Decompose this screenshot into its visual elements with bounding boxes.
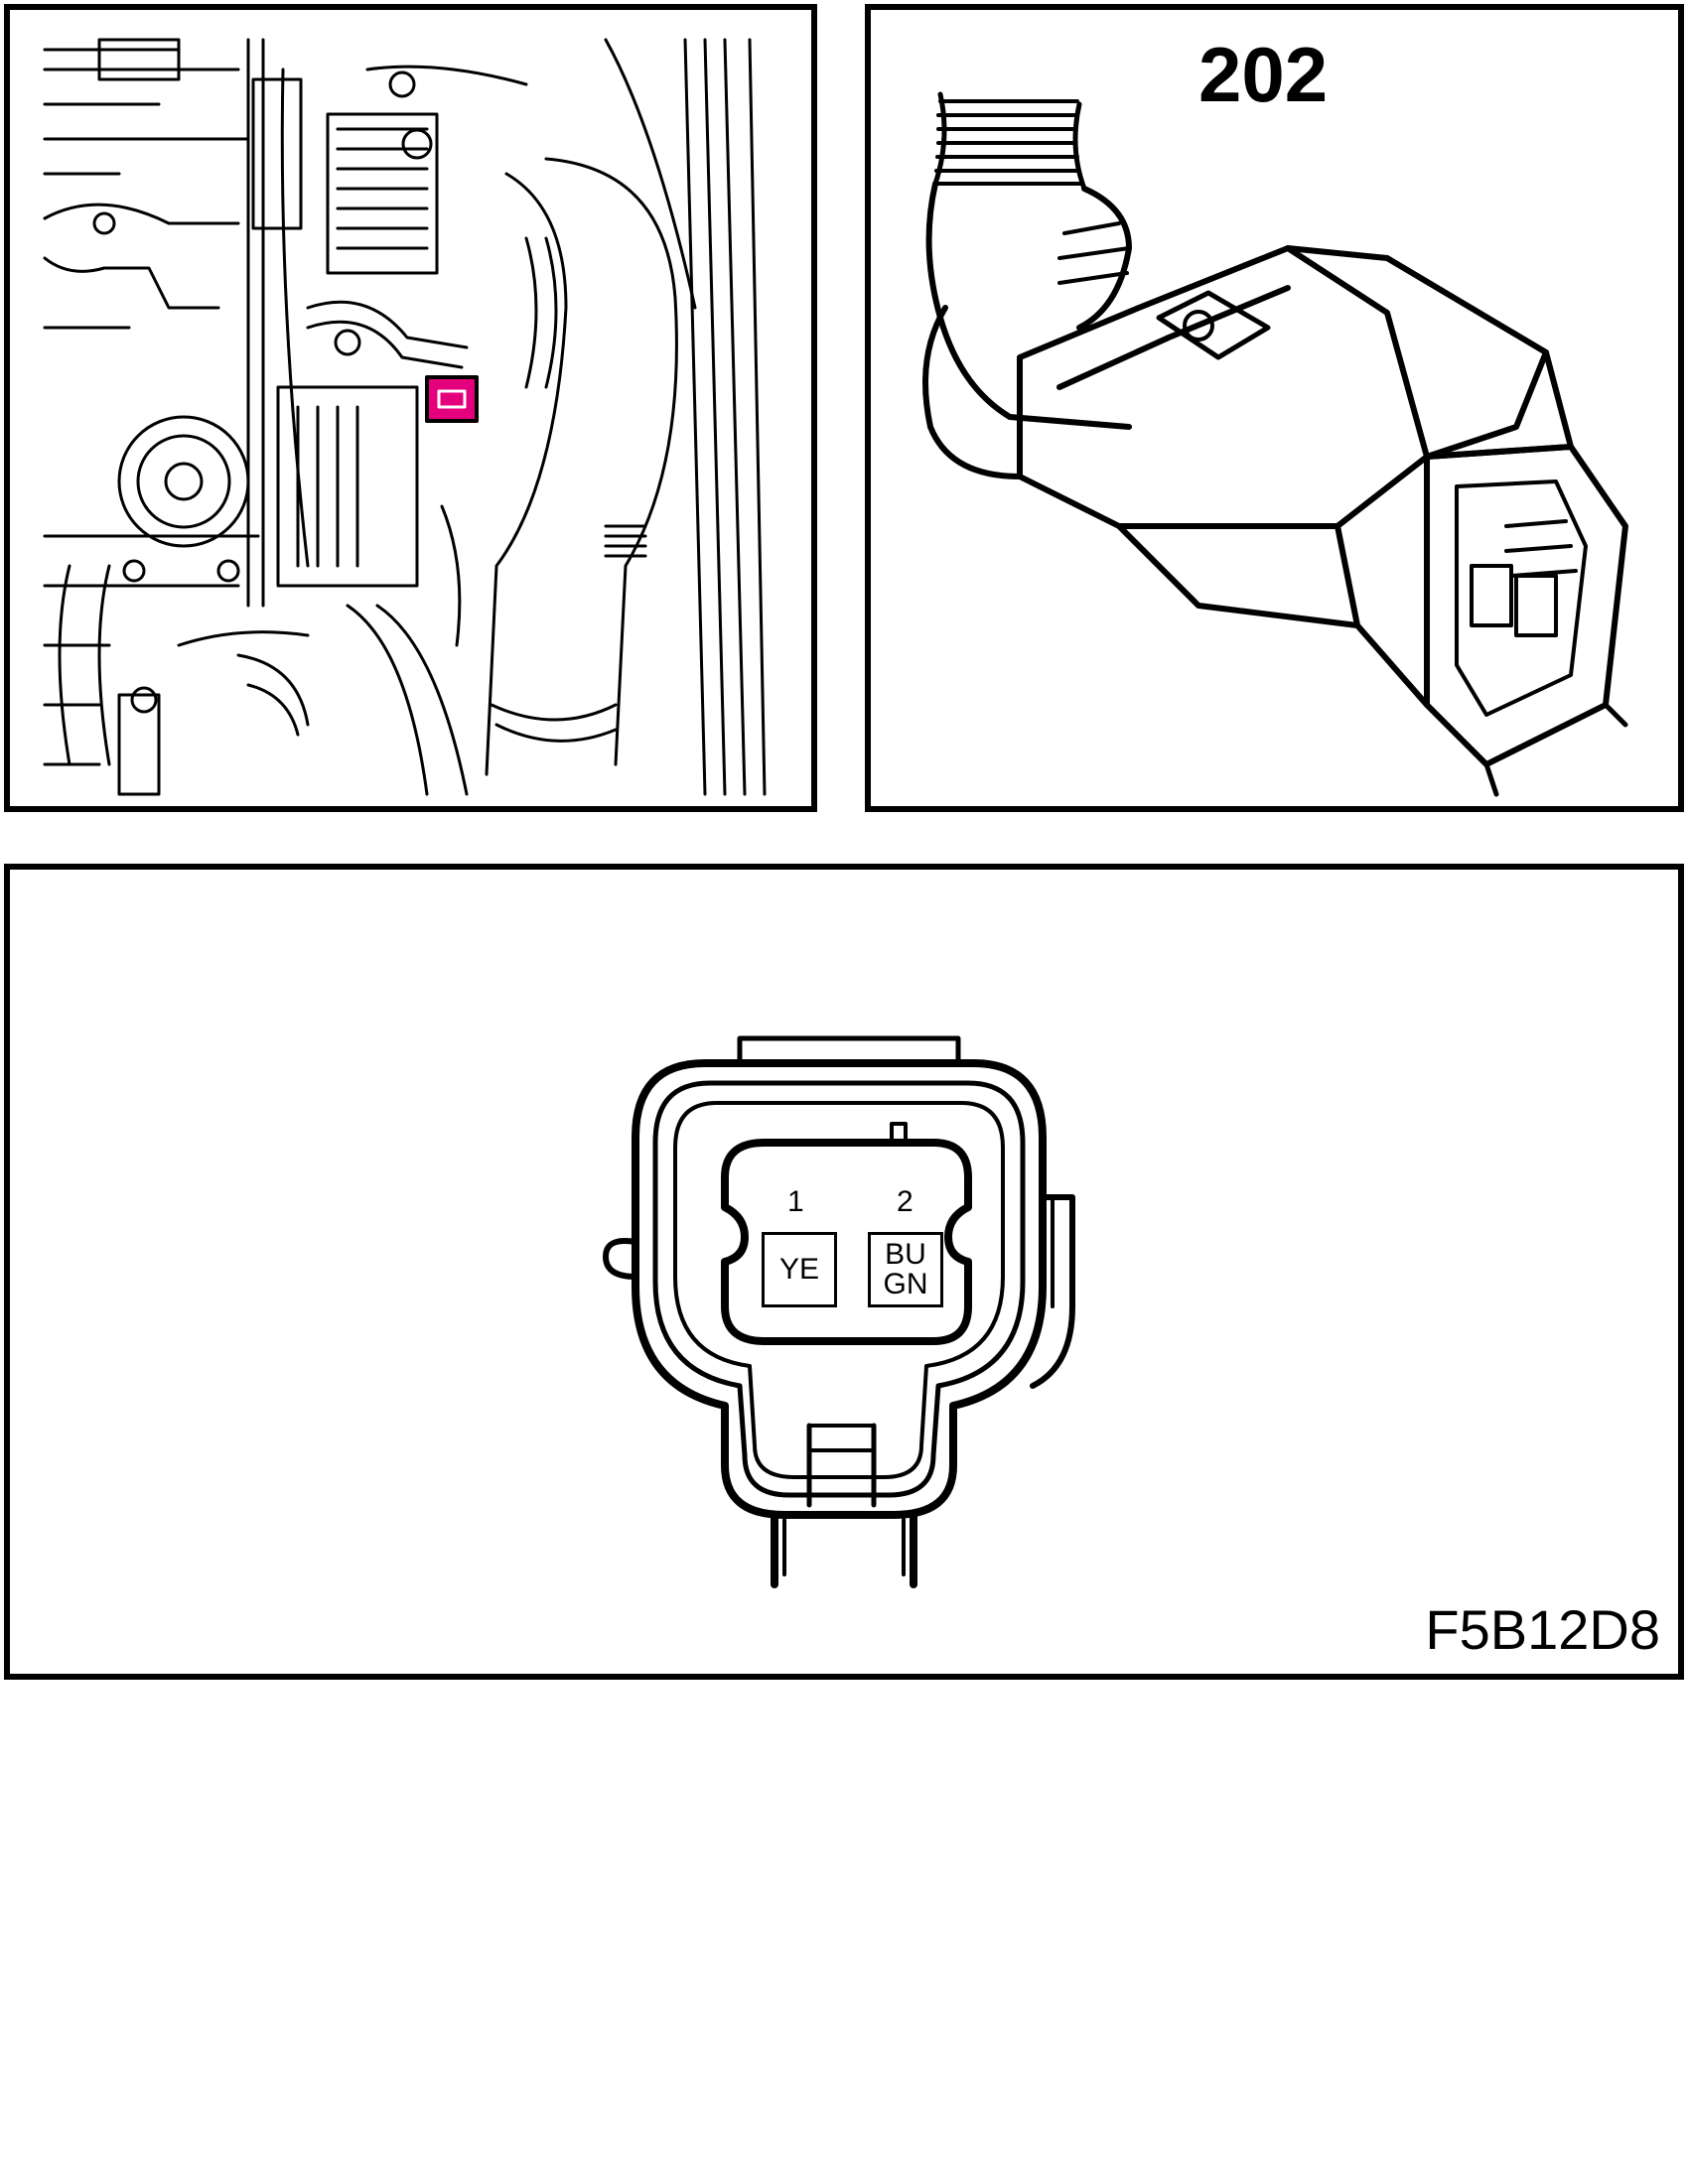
pin-1-number: 1 — [787, 1185, 804, 1218]
connector-illustration — [922, 91, 1628, 797]
pin-2-number: 2 — [897, 1185, 914, 1218]
connector-location-marker — [425, 375, 479, 423]
engine-location-panel — [4, 4, 817, 812]
pin-1-wire-color: YE — [762, 1232, 837, 1307]
connector-face-outline — [603, 1035, 1075, 1588]
engine-bay-illustration — [43, 38, 767, 796]
connector-view-panel: 202 — [865, 4, 1684, 812]
pin-2-wire-color: BU GN — [868, 1232, 943, 1307]
connector-number: 202 — [1198, 31, 1329, 118]
pinout-panel: 1 2 YE BU GN F5B12D8 — [4, 864, 1684, 1680]
figure-id: F5B12D8 — [1425, 1598, 1660, 1661]
